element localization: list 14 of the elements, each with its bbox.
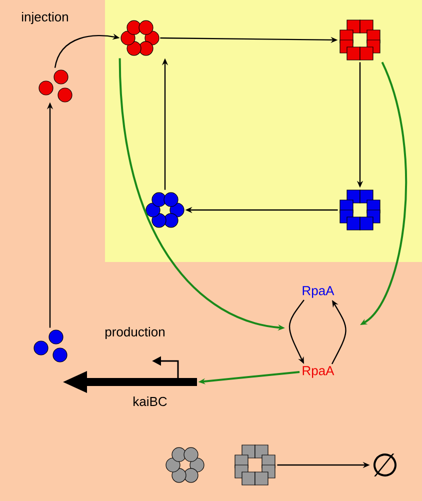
square-hexamer	[340, 20, 380, 60]
protein-label: RpaA	[302, 286, 334, 298]
empty-set-symbol: ∅	[373, 454, 396, 477]
monomer-cluster	[38, 70, 72, 102]
process-label: production	[105, 326, 164, 340]
protein-label: RpaA	[302, 366, 334, 378]
ring-hexamer	[146, 192, 184, 228]
edge-label: injection	[20, 10, 70, 26]
square-hexamer	[340, 190, 380, 230]
ring-hexamer	[120, 20, 160, 56]
monomer-cluster	[34, 330, 68, 362]
ring-hexamer	[166, 447, 204, 483]
square-hexamer	[234, 444, 276, 486]
gene-label: kaiBC	[134, 396, 167, 406]
